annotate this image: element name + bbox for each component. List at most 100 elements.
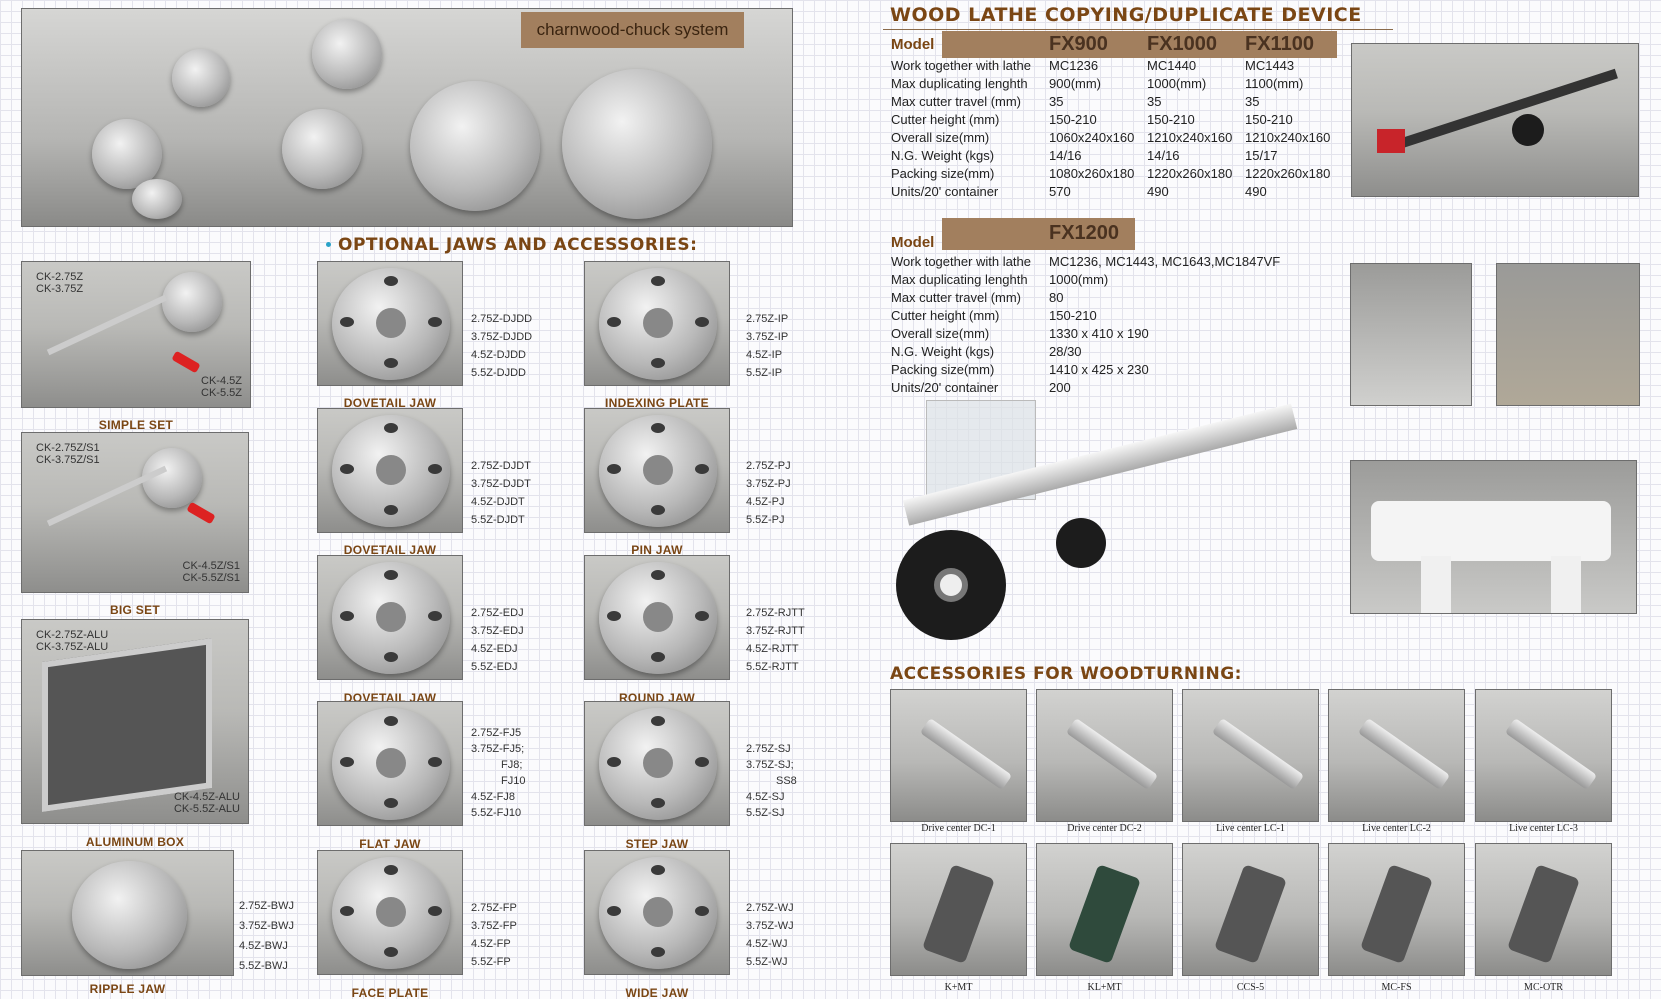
part-code: 3.75Z-DJDT xyxy=(471,478,531,490)
accessory-label: Drive center DC-1 xyxy=(921,823,996,834)
hex-key-image xyxy=(186,501,216,525)
part-code: 2.75Z-SJ xyxy=(746,743,791,755)
bolt-hole-image xyxy=(651,570,665,580)
bolt-hole-image xyxy=(428,611,442,621)
jaw-center-image xyxy=(376,308,406,338)
set-code: CK-5.5Z-ALU xyxy=(173,803,240,815)
set-code: CK-5.5Z/S1 xyxy=(182,572,240,584)
spec-cell: 570 xyxy=(1049,184,1071,199)
part-code: 4.5Z-FP xyxy=(471,938,511,950)
jaw-photo xyxy=(317,701,463,826)
set-label: ALUMINUM BOX xyxy=(85,835,185,849)
accessory-label: Live center LC-3 xyxy=(1509,823,1578,834)
fx900-device-photo xyxy=(1351,43,1639,197)
accessory-photo xyxy=(1182,689,1319,822)
spec-cell: MC1236 xyxy=(1049,58,1099,73)
banner-label: charnwood-chuck system xyxy=(521,12,744,48)
ripple-jaw-image xyxy=(72,861,187,969)
part-code: 3.75Z-WJ xyxy=(746,920,794,932)
spec-cell: 1410 x 425 x 230 xyxy=(1049,362,1149,377)
spec-cell: 28/30 xyxy=(1049,344,1082,359)
lathe-leg-image xyxy=(1421,556,1451,613)
bolt-hole-image xyxy=(695,464,709,474)
bolt-hole-image xyxy=(651,716,665,726)
spec-cell: Packing size(mm) xyxy=(891,166,995,181)
spec-cell: 150-210 xyxy=(1147,112,1195,127)
spec-cell: Max duplicating lenghth xyxy=(891,76,1028,91)
part-code: 4.5Z-IP xyxy=(746,349,783,361)
model-name: FX1000 xyxy=(1147,32,1218,55)
center-shaft-image xyxy=(919,717,1013,791)
spec-cell: Work together with lathe xyxy=(891,254,1031,269)
spec-cell: 200 xyxy=(1049,380,1071,395)
jaw-center-image xyxy=(643,748,673,778)
jaw-center-image xyxy=(643,308,673,338)
accessory-photo xyxy=(1036,843,1173,976)
part-code: 4.5Z-FJ8 xyxy=(471,791,516,803)
jaw-center-image xyxy=(376,455,406,485)
accessory-photo xyxy=(1182,843,1319,976)
bolt-hole-image xyxy=(384,505,398,515)
model-header-bar xyxy=(942,218,1135,250)
part-code: 5.5Z-BWJ xyxy=(239,960,288,972)
bolt-hole-image xyxy=(607,611,621,621)
part-code: 2.75Z-DJDD xyxy=(471,313,533,325)
jaw-photo xyxy=(584,261,730,386)
jaw-label: FLAT JAW xyxy=(359,837,421,851)
set-code: CK-4.5Z/S1 xyxy=(182,560,240,572)
chuck-system-banner-photo: charnwood-chuck system xyxy=(21,8,793,227)
tool-image xyxy=(1506,864,1581,964)
accessory-label: KL+MT xyxy=(1087,982,1122,993)
bolt-hole-image xyxy=(384,865,398,875)
spec-cell: Units/20' container xyxy=(891,380,999,395)
part-code: 2.75Z-FP xyxy=(471,902,517,914)
model-name: FX1200 xyxy=(1049,222,1120,244)
jaw-center-image xyxy=(643,602,673,632)
bullet-dot xyxy=(326,242,331,247)
fx1200-side-photo xyxy=(1350,263,1472,406)
part-code: 5.5Z-FP xyxy=(471,956,511,968)
bolt-hole-image xyxy=(428,464,442,474)
part-code: 5.5Z-WJ xyxy=(746,956,788,968)
jaw-center-image xyxy=(643,897,673,927)
part-code: FJ10 xyxy=(501,775,526,787)
part-code: 3.75Z-BWJ xyxy=(239,920,295,932)
hex-key-image xyxy=(171,350,201,374)
part-code: 2.75Z-IP xyxy=(746,313,789,325)
spec-cell: 35 xyxy=(1049,94,1064,109)
part-code: 3.75Z-DJDD xyxy=(471,331,533,343)
jaw-center-image xyxy=(643,455,673,485)
chuck-image xyxy=(92,119,162,189)
accessory-photo xyxy=(890,689,1027,822)
faceplate-image xyxy=(562,69,712,219)
model-header-bar xyxy=(942,31,1337,58)
spec-cell: 15/17 xyxy=(1245,148,1278,163)
jaw-photo xyxy=(584,408,730,533)
part-code: 4.5Z-DJDD xyxy=(471,349,527,361)
accessory-label: K+MT xyxy=(944,982,973,993)
bolt-hole-image xyxy=(651,423,665,433)
rail-image xyxy=(1396,68,1618,150)
spec-cell: Overall size(mm) xyxy=(891,326,990,341)
jaw-label: DOVETAIL JAW xyxy=(343,543,437,557)
part-code: 5.5Z-IP xyxy=(746,367,783,379)
part-code: 4.5Z-DJDT xyxy=(471,496,525,508)
part-code: 2.75Z-RJTT xyxy=(746,607,805,619)
accessory-photo xyxy=(890,843,1027,976)
bolt-hole-image xyxy=(384,798,398,808)
set-code: CK-4.5Z-ALU xyxy=(173,791,240,803)
jaw-label: INDEXING PLATE xyxy=(605,396,709,410)
part-code: 2.75Z-EDJ xyxy=(471,607,524,619)
spec-cell: 1060x240x160 xyxy=(1049,130,1135,145)
set-label: SIMPLE SET xyxy=(98,418,174,432)
accessory-label: Live center LC-1 xyxy=(1216,823,1285,834)
part-code: 3.75Z-RJTT xyxy=(746,625,805,637)
part-code: 5.5Z-PJ xyxy=(746,514,785,526)
spec-cell: Max cutter travel (mm) xyxy=(891,290,1022,305)
spec-cell: 35 xyxy=(1147,94,1162,109)
part-code: 3.75Z-SJ; xyxy=(746,759,794,771)
